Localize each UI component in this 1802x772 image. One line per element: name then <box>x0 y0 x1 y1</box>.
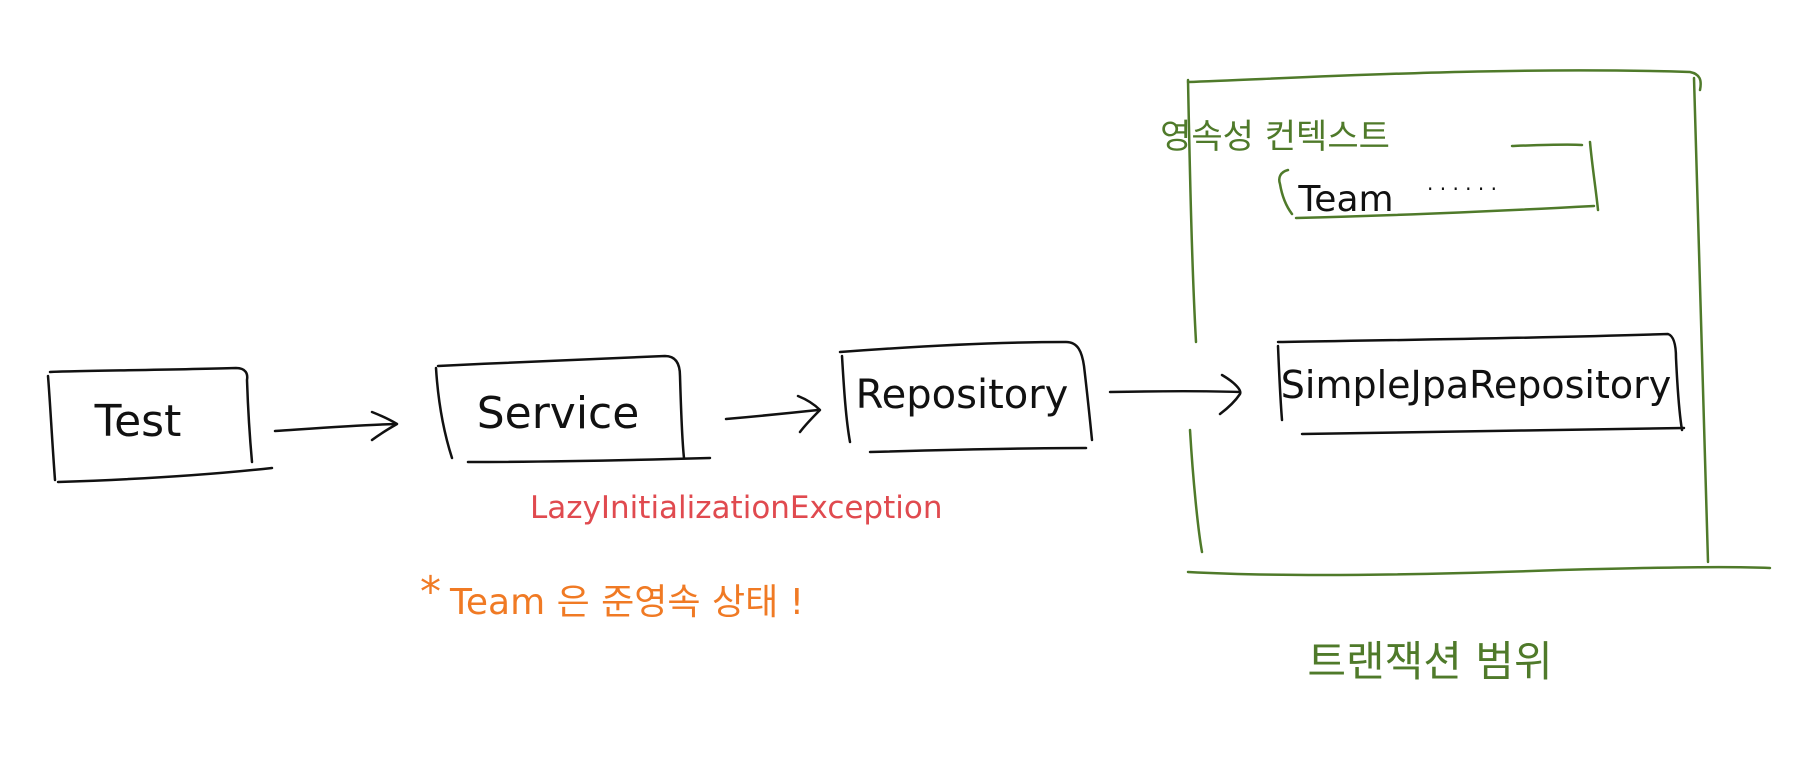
simplejparepository-label: SimpleJpaRepository <box>1281 363 1671 407</box>
test-label: Test <box>94 396 182 447</box>
note-label: Team 은 준영속 상태 ! <box>449 582 804 623</box>
repository-node: Repository <box>838 340 1094 454</box>
persistence-context-box: 영속성 컨텍스트 Team · · · · · · <box>1160 117 1600 220</box>
simplejparepository-node: SimpleJpaRepository <box>1276 332 1686 436</box>
service-label: Service <box>477 388 640 439</box>
transaction-scope-frame: 트랜잭션 범위 <box>1186 69 1772 686</box>
note-marker: * <box>420 567 441 616</box>
persistence-context-label: 영속성 컨텍스트 <box>1160 117 1390 157</box>
detached-note: * Team 은 준영속 상태 ! <box>420 567 804 623</box>
arrow-test-to-service <box>273 410 399 442</box>
transaction-scope-label: 트랜잭션 범위 <box>1307 637 1552 686</box>
team-entry-label: Team <box>1297 179 1393 220</box>
repository-label: Repository <box>856 372 1069 418</box>
team-entry-dots: · · · · · · <box>1427 177 1497 201</box>
exception-label: LazyInitializationException <box>530 490 943 526</box>
arrow-service-to-repository <box>724 394 822 434</box>
arrow-repository-to-simplejparepository <box>1108 373 1242 416</box>
service-node: Service <box>434 354 712 464</box>
test-node: Test <box>46 366 274 484</box>
